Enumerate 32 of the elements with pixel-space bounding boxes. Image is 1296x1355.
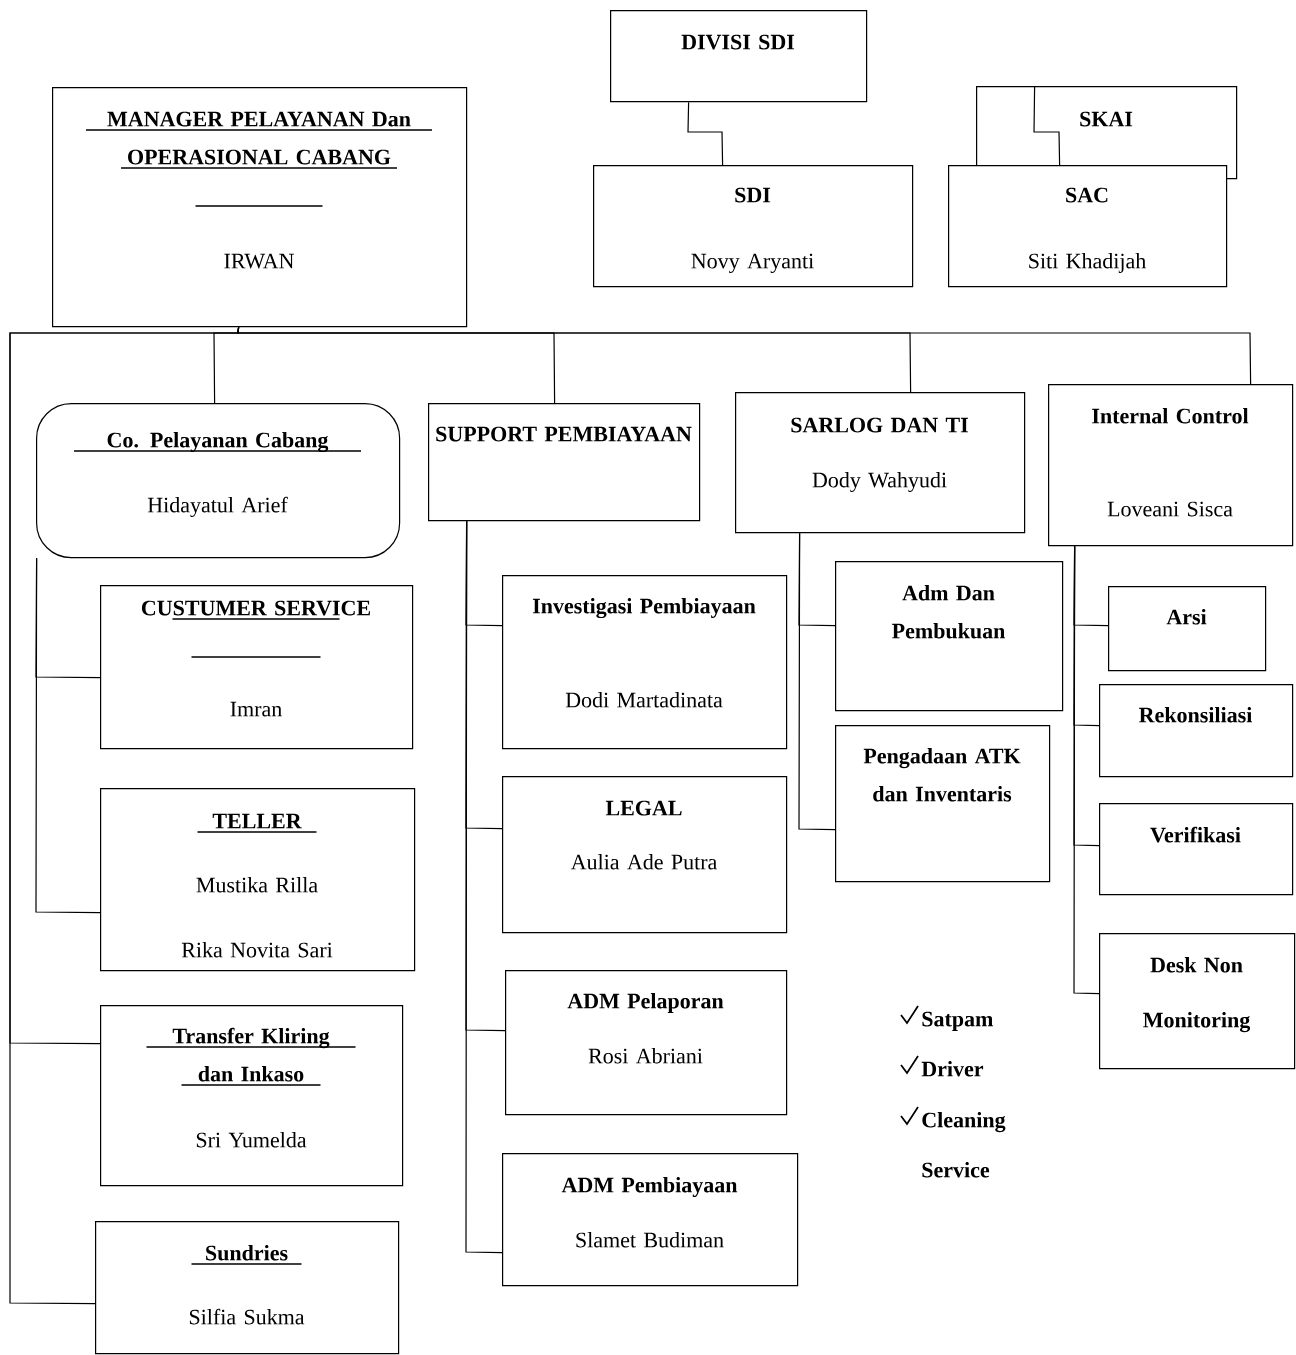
org-box: SUPPORT PEMBIAYAAN <box>428 403 701 522</box>
checklist-item: Driver <box>900 1055 984 1077</box>
org-box: Verifikasi <box>1099 803 1294 896</box>
org-box: Adm Dan Pembukuan <box>835 561 1064 712</box>
org-box: Rekonsiliasi <box>1099 684 1294 778</box>
org-box: Sundries Silfia Sukma <box>95 1221 400 1355</box>
connector-line <box>1073 545 1100 995</box>
org-box: Investigasi Pembiayaan Dodi Martadinata <box>502 575 788 750</box>
org-box: ADM Pembiayaan Slamet Budiman <box>502 1153 799 1287</box>
org-box: ADM Pelaporan Rosi Abriani <box>505 970 788 1116</box>
org-box: MANAGER PELAYANAN Dan OPERASIONAL CABANG IRWAN <box>52 87 468 328</box>
rounded-box: Co. Pelayanan Cabang Hidayatul Arief <box>36 403 401 559</box>
connector-line <box>35 557 101 914</box>
org-box: Arsi <box>1108 586 1267 672</box>
connector-line <box>9 326 240 1305</box>
checklist-item: Satpam <box>900 1005 993 1031</box>
connector-line <box>1033 85 1061 166</box>
org-box: CUSTUMER SERVICE Imran <box>100 585 414 750</box>
org-box: Desk Non Monitoring <box>1099 933 1296 1070</box>
org-box: DIVISI SDI <box>610 10 868 103</box>
org-box: Pengadaan ATK dan Inventaris <box>835 725 1051 883</box>
connector-line <box>687 101 724 166</box>
org-box: Internal Control Loveani Sisca <box>1048 384 1294 547</box>
connector-line <box>465 520 503 1254</box>
org-box: SDI Novy Aryanti <box>593 165 914 288</box>
org-box: TELLER Mustika Rilla Rika Novita Sari <box>100 788 416 972</box>
connector-line <box>798 532 836 831</box>
checklist-item: Cleaning Service <box>900 1106 1006 1178</box>
org-box: SAC Siti Khadijah <box>948 165 1228 288</box>
org-box: SARLOG DAN TI Dody Wahyudi <box>735 392 1026 534</box>
org-box: LEGAL Aulia Ade Putra <box>502 776 788 934</box>
org-box: Transfer Kliring dan Inkaso Sri Yumelda <box>100 1005 404 1187</box>
